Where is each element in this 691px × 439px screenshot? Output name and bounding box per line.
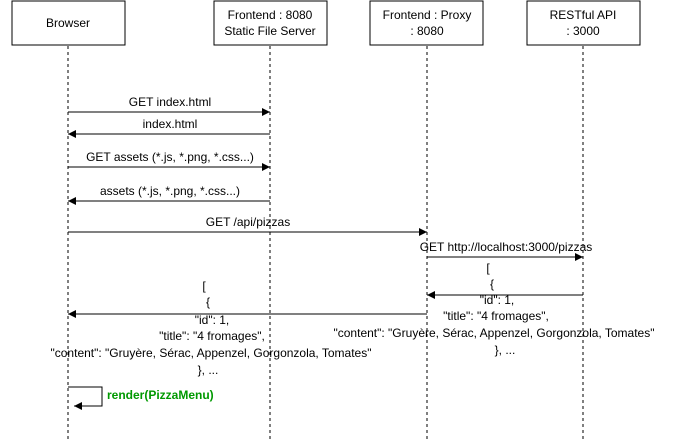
api-json-line1: [ [486,261,490,275]
frontend-proxy-label-line2: : 8080 [410,24,444,38]
proxy-json-line3: "id": 1, [195,313,230,327]
proxy-json-line2: { [206,295,210,309]
frontend-static-label-line2: Static File Server [224,24,315,38]
browser-label: Browser [46,16,90,30]
api-label-line1: RESTful API [550,8,617,22]
get-index-label: GET index.html [129,95,211,109]
api-response-json: [ { "id": 1, "title": "4 fromages", "con… [334,261,655,357]
get-localhost-label: GET http://localhost:3000/pizzas [420,240,593,254]
api-json-line4: "title": "4 fromages", [443,309,549,323]
frontend-proxy-label-line1: Frontend : Proxy [383,8,472,22]
participant-frontend-proxy: Frontend : Proxy : 8080 [369,0,484,46]
api-json-line6: }, ... [495,343,516,357]
api-json-line5: "content": "Gruyère, Sérac, Appenzel, Go… [334,326,655,340]
proxy-response-json: [ { "id": 1, "title": "4 fromages", "con… [51,279,372,377]
proxy-json-line6: }, ... [198,363,219,377]
api-json-line3: "id": 1, [480,293,515,307]
proxy-json-line4: "title": "4 fromages", [159,329,265,343]
index-response-label: index.html [143,117,198,131]
render-label: render(PizzaMenu) [107,388,214,402]
proxy-json-line1: [ [202,279,206,293]
frontend-static-label-line1: Frontend : 8080 [228,8,313,22]
proxy-json-line5: "content": "Gruyère, Sérac, Appenzel, Go… [51,346,372,360]
participant-frontend-static: Frontend : 8080 Static File Server [213,0,328,46]
render-self-arrow [68,386,103,410]
api-label-line2: : 3000 [566,24,600,38]
participant-api: RESTful API : 3000 [526,0,641,46]
api-json-line2: { [490,277,494,291]
participant-browser: Browser [11,0,126,46]
assets-response-label: assets (*.js, *.png, *.css...) [100,184,240,198]
get-api-pizzas-label: GET /api/pizzas [206,215,290,229]
get-assets-label: GET assets (*.js, *.png, *.css...) [86,150,254,164]
